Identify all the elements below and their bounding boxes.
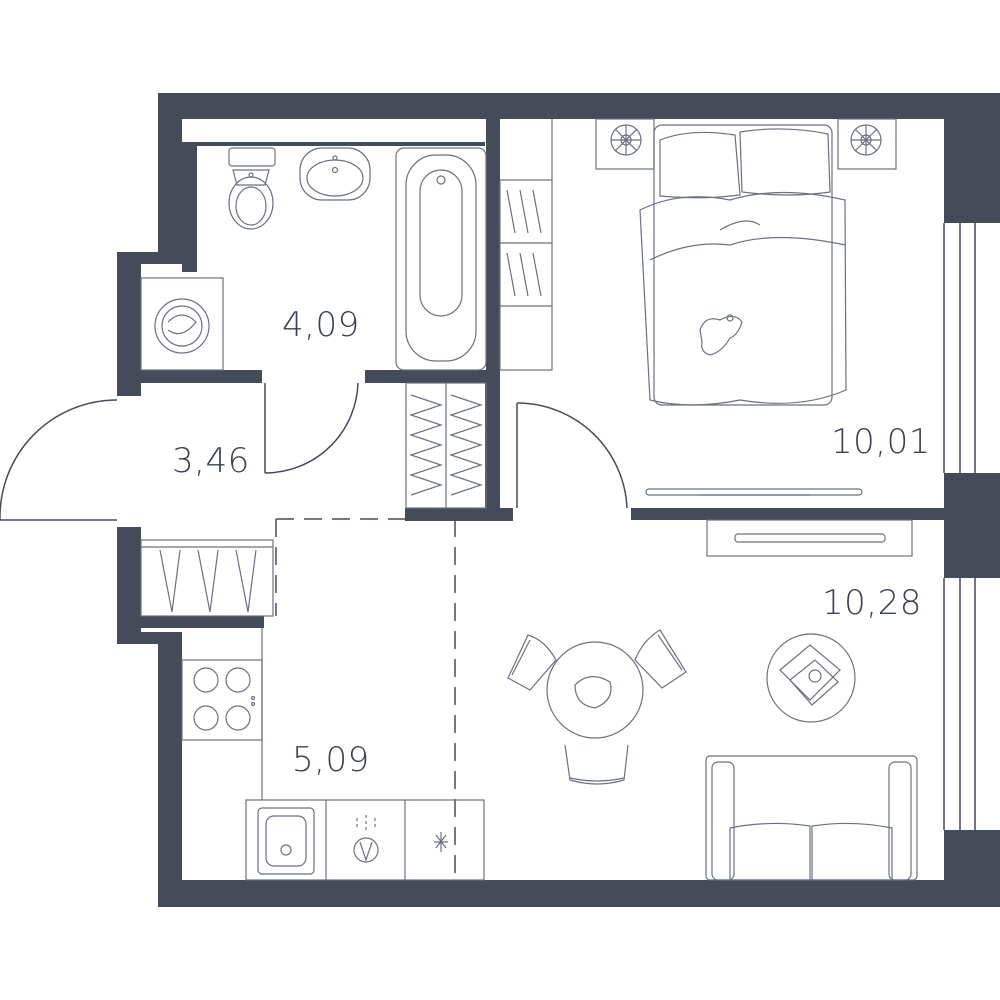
area-label-bedroom: 10,01 [831, 422, 931, 462]
washing-machine-icon [140, 277, 224, 371]
bathtub-icon [395, 147, 487, 371]
wardrobe-entrance-icon [140, 539, 274, 617]
kitchen-counter-icon [245, 628, 485, 881]
walls [117, 93, 1000, 907]
windows [943, 223, 976, 830]
toilet-icon [228, 147, 276, 230]
coffee-table-icon [766, 633, 856, 723]
nightstand-right-icon [837, 118, 897, 170]
wardrobe-hall-icon [405, 382, 487, 509]
tv-icon [645, 488, 913, 557]
area-label-living-room: 10,28 [822, 583, 922, 623]
area-label-bathroom: 4,09 [282, 305, 360, 345]
sofa-icon [705, 755, 918, 881]
area-label-kitchen: 5,09 [292, 740, 370, 780]
stove-icon [181, 659, 263, 741]
bed-icon [639, 124, 847, 406]
doors [0, 382, 628, 521]
area-label-hall: 3,46 [172, 441, 250, 481]
dining-table-icon [507, 629, 687, 785]
nightstand-left-icon [595, 118, 655, 170]
furniture [140, 118, 918, 881]
sink-icon [299, 147, 371, 201]
wardrobe-bedroom-icon [499, 119, 553, 371]
zone-lines [275, 518, 456, 880]
